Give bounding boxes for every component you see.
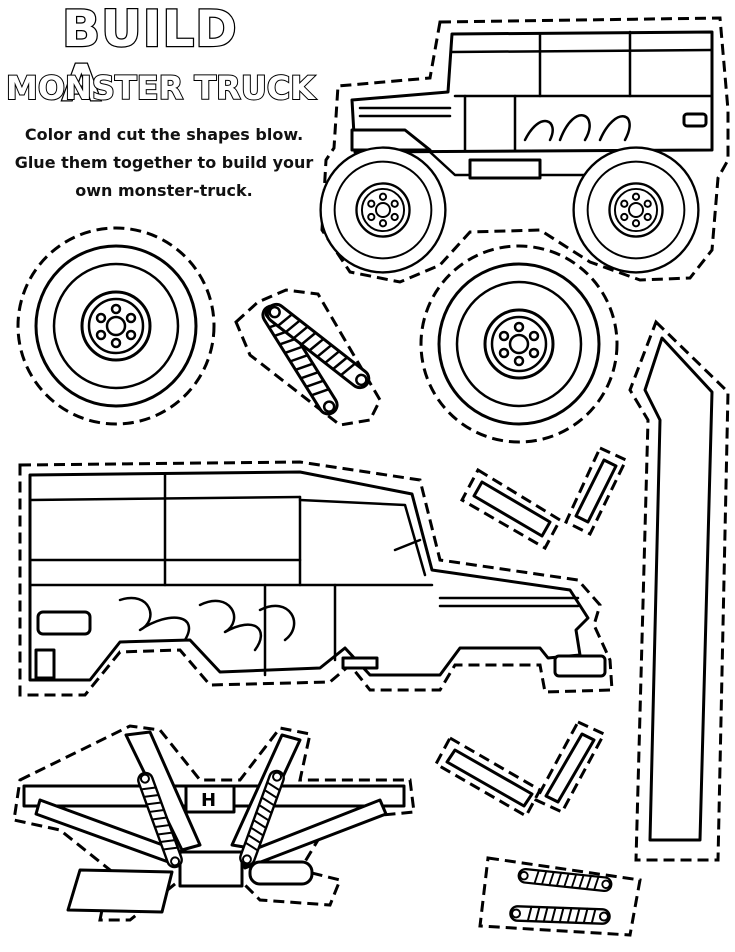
svg-text:H: H bbox=[201, 790, 216, 811]
wheel-icon bbox=[16, 226, 216, 426]
chassis-suspension-icon: H bbox=[12, 724, 416, 922]
bar-strip-icon bbox=[433, 720, 607, 819]
bar-strip-icon bbox=[628, 319, 730, 862]
page-title-line1: BUILD A bbox=[61, 0, 238, 112]
bar-strip-icon bbox=[459, 446, 629, 551]
truck-body-icon bbox=[18, 460, 614, 697]
shock-absorber-icon bbox=[478, 856, 642, 937]
page-title-line2: MONSTER TRUCK bbox=[5, 69, 316, 107]
wheel-icon bbox=[419, 244, 619, 444]
instructions-text: Color and cut the shapes blow. Glue them… bbox=[14, 125, 314, 200]
shock-absorber-icon bbox=[234, 288, 382, 427]
monster-truck-assembled-icon bbox=[319, 16, 730, 284]
